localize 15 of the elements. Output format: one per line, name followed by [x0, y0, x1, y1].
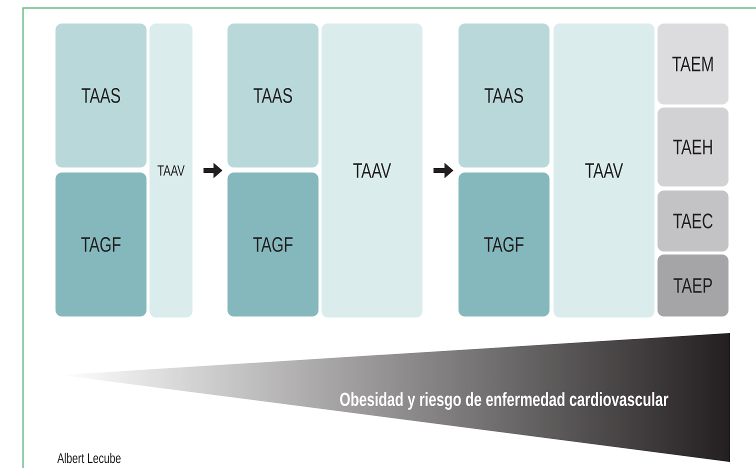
- tissue-box: TAAV: [320, 22, 424, 318]
- author-credit: Albert Lecube: [57, 452, 121, 464]
- tissue-box: TAAS: [226, 22, 320, 168]
- tissue-box: TAEM: [656, 22, 730, 106]
- tissue-box: TAAS: [458, 22, 550, 168]
- gradient-wedge: Obesidad y riesgo de enfermedad cardiovascular: [340, 392, 668, 410]
- tissue-box: TAEC: [656, 190, 730, 252]
- tissue-box: TAGF: [226, 172, 320, 318]
- tissue-box: TAAV: [552, 22, 656, 318]
- tissue-box: TAGF: [54, 172, 148, 318]
- tissue-box: TAAV: [148, 22, 194, 318]
- tissue-box: TAGF: [458, 172, 550, 318]
- tissue-box: TAEP: [656, 254, 730, 318]
- tissue-box: TAEH: [656, 106, 730, 188]
- tissue-box: TAAS: [54, 22, 148, 168]
